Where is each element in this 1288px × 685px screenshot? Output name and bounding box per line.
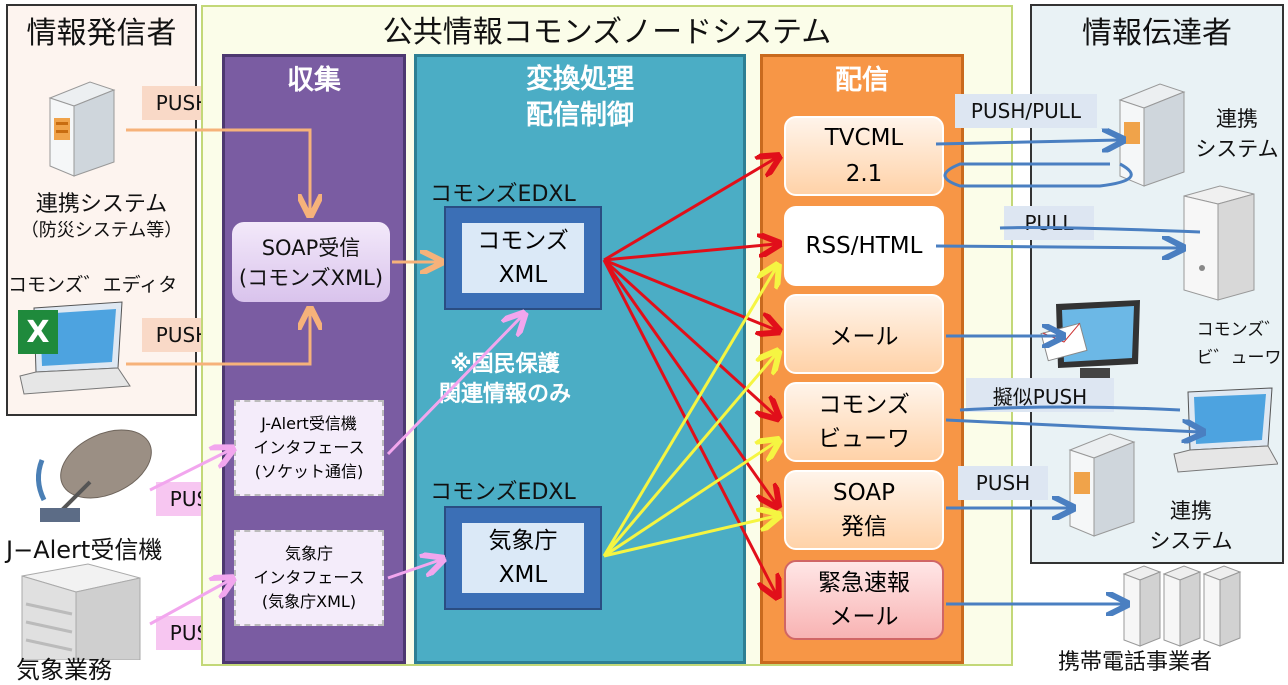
viewer-laptop-icon [1168,386,1279,476]
note-kokumin: ※国民保護 関連情報のみ [438,352,571,407]
collect-title: 収集 [287,65,341,96]
tower-server-icon [1180,182,1258,302]
renkei-label-1: 連携 システム [1195,107,1279,161]
satellite-dish-icon [30,420,160,530]
jma-xml-label: 気象庁 XML [462,523,584,593]
jalert-interface-box: J-Alert受信機 インタフェース (ソケット通信) [234,400,384,496]
server-icon [40,78,120,178]
commons-xml-box: コモンズ XML [444,206,602,310]
building-icon [18,560,148,661]
renkei-system-sub: （防災システム等） [20,220,183,241]
soap-push-tag: PUSH [958,466,1048,500]
svg-text:X: X [26,315,49,350]
deliver-viewer: コモンズ ビューワ [784,382,944,462]
deliver-mail: メール [784,294,944,374]
renkei-system-label: 連携システム [35,192,168,217]
commons-xml-label: コモンズ XML [462,223,584,293]
server-icon-right-2 [1060,430,1140,540]
soap-receive-box: SOAP受信 (コモンズXML) [232,222,390,302]
convert-title: 変換処理 配信制御 [526,64,634,131]
deliver-soap: SOAP 発信 [784,470,944,550]
sender-panel-title: 情報発信者 [26,16,177,51]
viewer-label: コモンズ゛ ビ゛ューワ [1196,320,1282,368]
renkei-label-2: 連携 システム [1149,499,1233,553]
pushpull-tag: PUSH/PULL [955,94,1097,128]
receiver-panel-title: 情報伝達者 [1082,16,1232,51]
editor-laptop-icon: X [14,300,134,400]
edxl-label-2: コモンズEDXL [430,480,576,505]
carrier-servers-icon [1118,560,1258,650]
deliver-title: 配信 [835,65,889,96]
flow-arrows [126,0,1288,626]
jma-xml-box: 気象庁 XML [444,506,602,610]
jalert-label: J−Alert受信機 [6,536,163,564]
deliver-tvcml: TVCML 2.1 [784,116,944,196]
deliver-emergency-mail: 緊急速報 メール [784,560,944,640]
edxl-label-1: コモンズEDXL [430,182,576,207]
deliver-rss: RSS/HTML [784,206,944,286]
server-icon-right-1 [1110,80,1190,190]
system-title: 公共情報コモンズノードシステム [382,15,832,50]
pull-tag: PULL [1004,206,1094,240]
editor-label: コモンズ゛エディタ [8,274,178,296]
